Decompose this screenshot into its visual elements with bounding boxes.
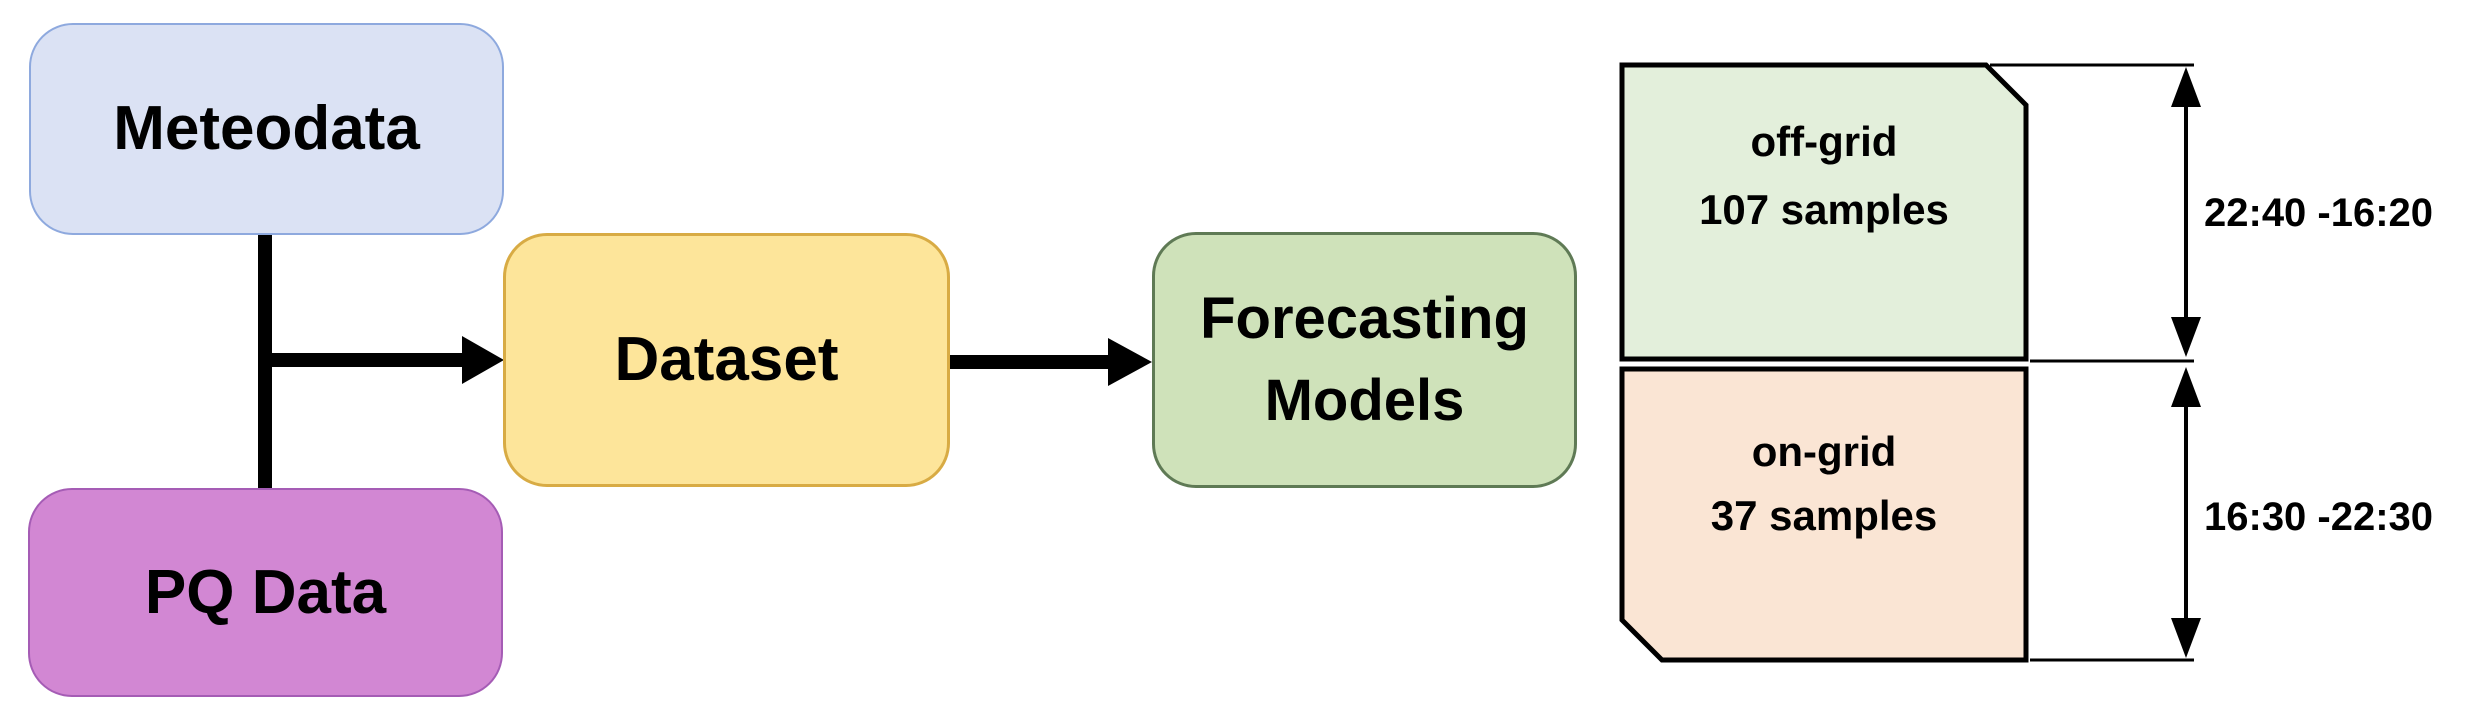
forecasting-arrowhead-icon bbox=[1108, 338, 1152, 386]
node-forecasting-models: Forecasting Models bbox=[1152, 232, 1577, 488]
off-grid-text-block: off-grid 107 samples bbox=[1622, 108, 2026, 244]
on-grid-shape bbox=[1619, 366, 2029, 663]
on-grid-text-block: on-grid 37 samples bbox=[1622, 420, 2026, 548]
node-pq-data-label: PQ Data bbox=[144, 557, 387, 627]
on-grid-label: on-grid bbox=[1751, 428, 1897, 475]
node-meteodata-label: Meteodata bbox=[113, 94, 420, 163]
dataset-arrowhead-icon bbox=[462, 336, 504, 384]
off-grid-count: 107 samples bbox=[1699, 186, 1949, 233]
dimension-arrow-offgrid-icon bbox=[2171, 67, 2201, 357]
node-forecasting-models-label: Forecasting Models bbox=[1200, 278, 1529, 442]
node-dataset-label: Dataset bbox=[614, 325, 839, 394]
node-meteodata: Meteodata bbox=[29, 23, 504, 235]
off-grid-shape bbox=[1619, 62, 2029, 362]
off-grid-time-range: 22:40 -16:20 bbox=[2204, 191, 2434, 235]
node-dataset: Dataset bbox=[503, 233, 950, 487]
forecasting-line1: Forecasting bbox=[1200, 286, 1529, 351]
off-grid-label: off-grid bbox=[1750, 118, 1898, 165]
dimension-arrow-ongrid-icon bbox=[2171, 367, 2201, 658]
on-grid-time-range: 16:30 -22:30 bbox=[2204, 495, 2434, 539]
forecasting-line2: Models bbox=[1264, 368, 1465, 433]
node-pq-data: PQ Data bbox=[28, 488, 503, 697]
on-grid-count: 37 samples bbox=[1710, 492, 1938, 539]
